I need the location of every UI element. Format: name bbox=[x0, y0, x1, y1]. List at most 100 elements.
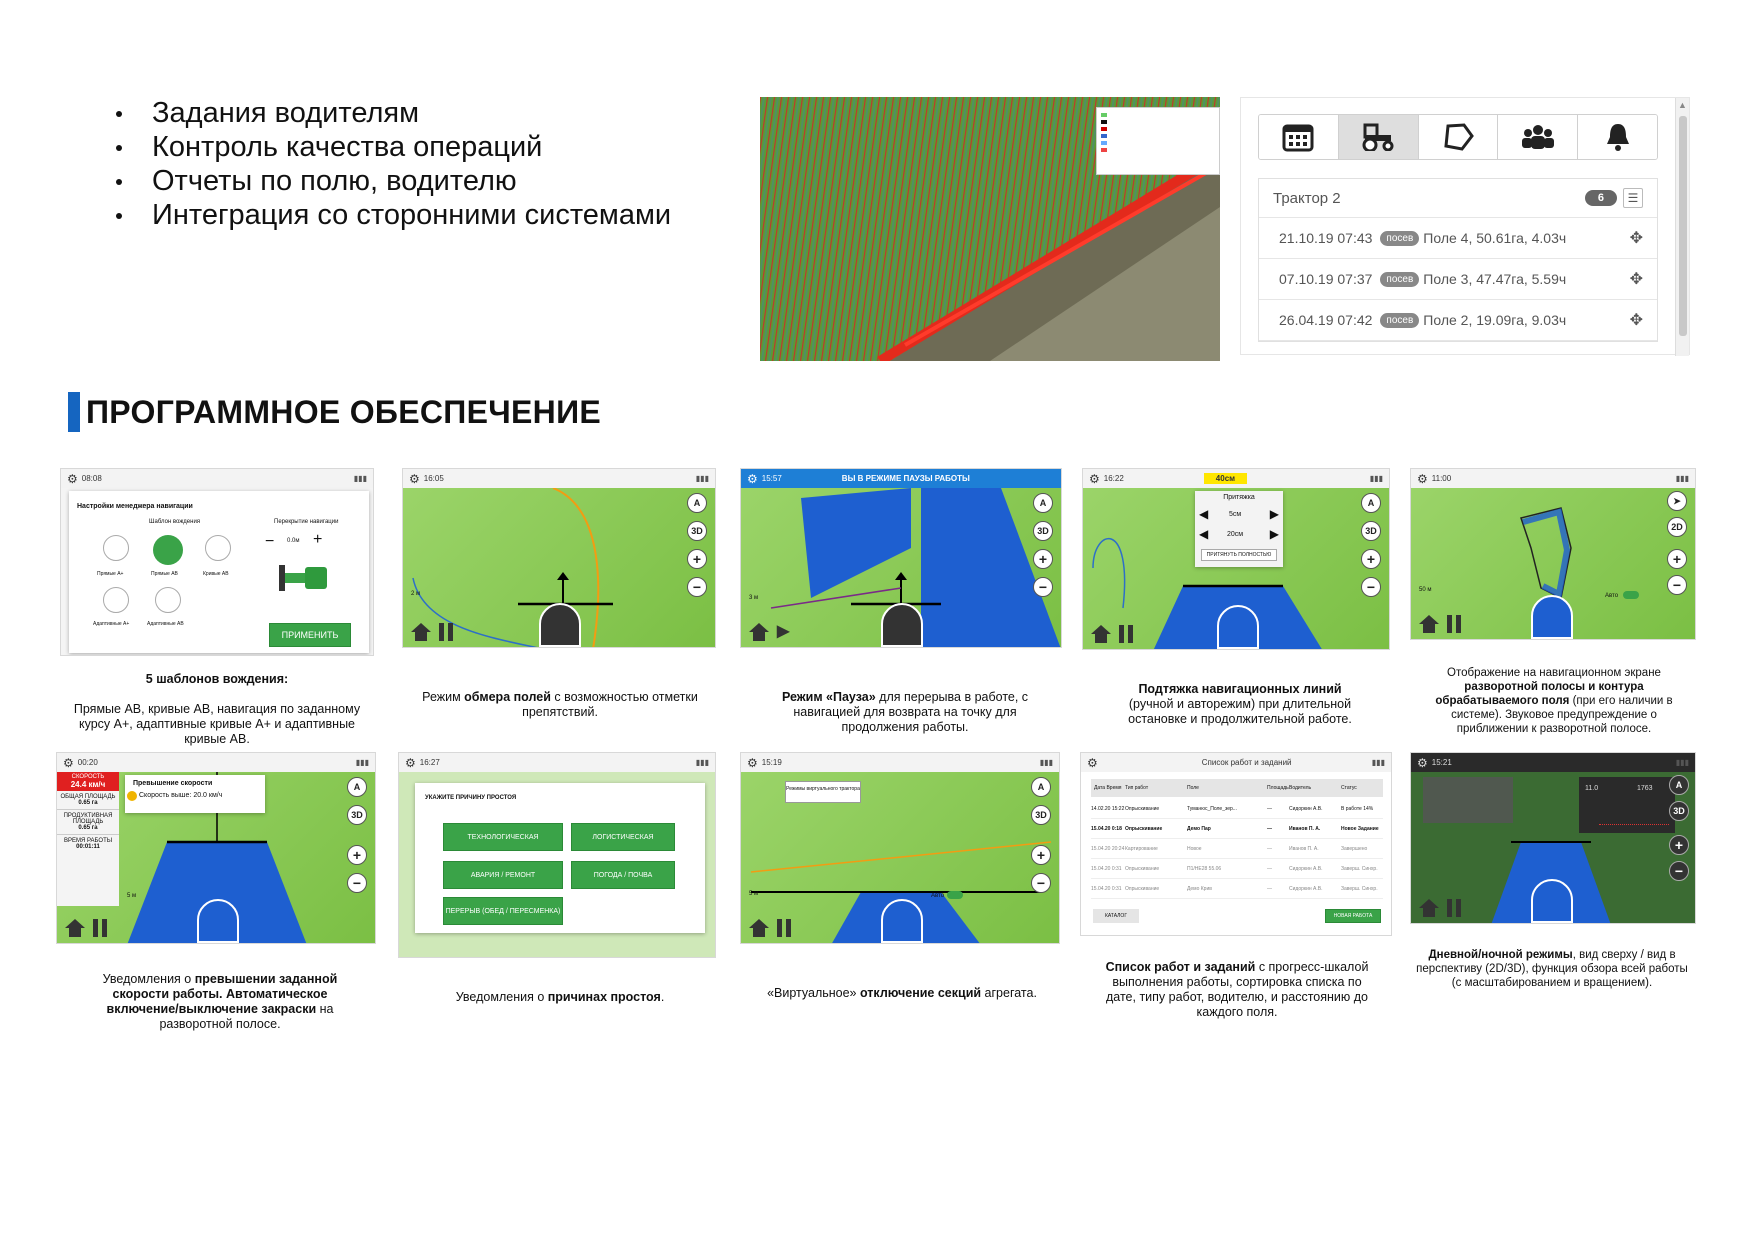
column-header[interactable]: Тип работ bbox=[1125, 785, 1149, 791]
zoom-in-button[interactable]: + bbox=[1669, 835, 1689, 855]
task-row[interactable]: 26.04.19 07:42 посев Поле 2, 19.09га, 9.… bbox=[1259, 300, 1657, 341]
column-header[interactable]: Статус bbox=[1341, 785, 1357, 791]
scrollbar[interactable]: ▲ bbox=[1675, 98, 1689, 356]
signal-icon: ▮▮▮ bbox=[353, 474, 367, 483]
reason-technological-button[interactable]: ТЕХНОЛОГИЧЕСКАЯ bbox=[443, 823, 563, 851]
apply-button[interactable]: ПРИМЕНИТЬ bbox=[269, 623, 351, 647]
mode-a-button[interactable]: A bbox=[1031, 777, 1051, 797]
view-3d-button[interactable]: 3D bbox=[1031, 805, 1051, 825]
template-straight-ab[interactable] bbox=[153, 535, 183, 565]
pull-right-fast-icon[interactable]: ▶ bbox=[1269, 527, 1279, 541]
template-straight-a-plus[interactable] bbox=[103, 535, 129, 561]
compass-icon[interactable]: ➤ bbox=[1667, 491, 1687, 511]
tractor-position-tab[interactable] bbox=[1531, 879, 1573, 923]
view-3d-button[interactable]: 3D bbox=[347, 805, 367, 825]
field-tab[interactable] bbox=[1418, 115, 1499, 159]
home-icon[interactable] bbox=[65, 919, 85, 937]
tractor-position-tab[interactable] bbox=[197, 899, 239, 943]
calendar-tab[interactable] bbox=[1259, 115, 1339, 159]
pause-icon[interactable] bbox=[1447, 615, 1461, 633]
scrollbar-thumb[interactable] bbox=[1679, 116, 1687, 336]
pull-full-button[interactable]: ПРИТЯНУТЬ ПОЛНОСТЬЮ bbox=[1201, 549, 1277, 561]
column-header[interactable]: Дата Время bbox=[1094, 785, 1122, 791]
zoom-in-button[interactable]: + bbox=[1031, 845, 1051, 865]
home-icon[interactable] bbox=[749, 919, 769, 937]
home-icon[interactable] bbox=[1419, 899, 1439, 917]
zoom-out-button[interactable]: − bbox=[1033, 577, 1053, 597]
zoom-in-button[interactable]: + bbox=[1667, 549, 1687, 569]
plus-button[interactable]: + bbox=[313, 531, 323, 548]
move-icon[interactable]: ✥ bbox=[1629, 230, 1643, 247]
view-3d-button[interactable]: 3D bbox=[1361, 521, 1381, 541]
tractor-position-tab[interactable] bbox=[1217, 605, 1259, 649]
status-bar: ⚙Список работ и заданий▮▮▮ bbox=[1081, 753, 1391, 772]
move-icon[interactable]: ✥ bbox=[1629, 312, 1643, 329]
notifications-tab[interactable] bbox=[1578, 115, 1657, 159]
tractor-position-tab[interactable] bbox=[881, 899, 923, 943]
play-icon[interactable]: ▶ bbox=[777, 623, 790, 640]
pause-icon[interactable] bbox=[439, 623, 453, 641]
reason-weather-button[interactable]: ПОГОДА / ПОЧВА bbox=[571, 861, 675, 889]
column-header[interactable]: Поле bbox=[1187, 785, 1199, 791]
reason-break-button[interactable]: ПЕРЕРЫВ (ОБЕД / ПЕРЕСМЕНКА) bbox=[443, 897, 563, 925]
task-row[interactable]: 07.10.19 07:37 посев Поле 3, 47.47га, 5.… bbox=[1259, 259, 1657, 300]
auto-toggle[interactable] bbox=[947, 891, 963, 899]
mode-a-button[interactable]: A bbox=[1669, 775, 1689, 795]
new-job-button[interactable]: НОВАЯ РАБОТА bbox=[1325, 909, 1381, 923]
pause-icon[interactable] bbox=[777, 919, 791, 937]
zoom-in-button[interactable]: + bbox=[687, 549, 707, 569]
tractor-tab[interactable] bbox=[1338, 115, 1419, 159]
template-adaptive-ab[interactable] bbox=[155, 587, 181, 613]
tractor-position-tab[interactable] bbox=[539, 603, 581, 647]
pull-left-fast-icon[interactable]: ◀ bbox=[1199, 527, 1209, 541]
mode-a-button[interactable]: A bbox=[1033, 493, 1053, 513]
auto-toggle[interactable] bbox=[1623, 591, 1639, 599]
zoom-out-button[interactable]: − bbox=[1669, 861, 1689, 881]
mode-a-button[interactable]: A bbox=[687, 493, 707, 513]
pause-icon[interactable] bbox=[1119, 625, 1133, 643]
zoom-out-button[interactable]: − bbox=[1361, 577, 1381, 597]
zoom-out-button[interactable]: − bbox=[687, 577, 707, 597]
mode-a-button[interactable]: A bbox=[1361, 493, 1381, 513]
pause-icon[interactable] bbox=[93, 919, 107, 937]
mode-a-button[interactable]: A bbox=[347, 777, 367, 797]
catalog-button[interactable]: КАТАЛОГ bbox=[1093, 909, 1139, 923]
menu-icon[interactable]: ☰ bbox=[1623, 188, 1643, 208]
reason-breakdown-button[interactable]: АВАРИЯ / РЕМОНТ bbox=[443, 861, 563, 889]
home-icon[interactable] bbox=[411, 623, 431, 641]
home-icon[interactable] bbox=[749, 623, 769, 641]
column-header[interactable]: Площадь bbox=[1267, 785, 1289, 791]
column-header[interactable]: Водитель bbox=[1289, 785, 1312, 791]
view-3d-button[interactable]: 3D bbox=[1669, 801, 1689, 821]
tractor-position-tab[interactable] bbox=[881, 603, 923, 647]
view-2d-button[interactable]: 2D bbox=[1667, 517, 1687, 537]
zoom-in-button[interactable]: + bbox=[1361, 549, 1381, 569]
move-icon[interactable]: ✥ bbox=[1629, 271, 1643, 288]
pause-icon[interactable] bbox=[1447, 899, 1461, 917]
view-3d-button[interactable]: 3D bbox=[687, 521, 707, 541]
zoom-in-button[interactable]: + bbox=[347, 845, 367, 865]
zoom-in-button[interactable]: + bbox=[1033, 549, 1053, 569]
pull-left-icon[interactable]: ◀ bbox=[1199, 507, 1209, 521]
home-icon[interactable] bbox=[1091, 625, 1111, 643]
zoom-out-button[interactable]: − bbox=[1031, 873, 1051, 893]
minus-button[interactable]: − bbox=[265, 533, 275, 550]
template-curve-ab[interactable] bbox=[205, 535, 231, 561]
task-row[interactable]: 21.10.19 07:43 посев Поле 4, 50.61га, 4.… bbox=[1259, 218, 1657, 259]
zoom-out-button[interactable]: − bbox=[1667, 575, 1687, 595]
reason-logistics-button[interactable]: ЛОГИСТИЧЕСКАЯ bbox=[571, 823, 675, 851]
pull-right-icon[interactable]: ▶ bbox=[1269, 507, 1279, 521]
scroll-up-icon[interactable]: ▲ bbox=[1678, 100, 1687, 110]
home-icon[interactable] bbox=[1419, 615, 1439, 633]
zoom-out-button[interactable]: − bbox=[347, 873, 367, 893]
drivers-tab[interactable] bbox=[1498, 115, 1579, 159]
template-adaptive-a-plus[interactable] bbox=[103, 587, 129, 613]
view-3d-button[interactable]: 3D bbox=[1033, 521, 1053, 541]
tractor-position-tab[interactable] bbox=[1531, 595, 1573, 639]
